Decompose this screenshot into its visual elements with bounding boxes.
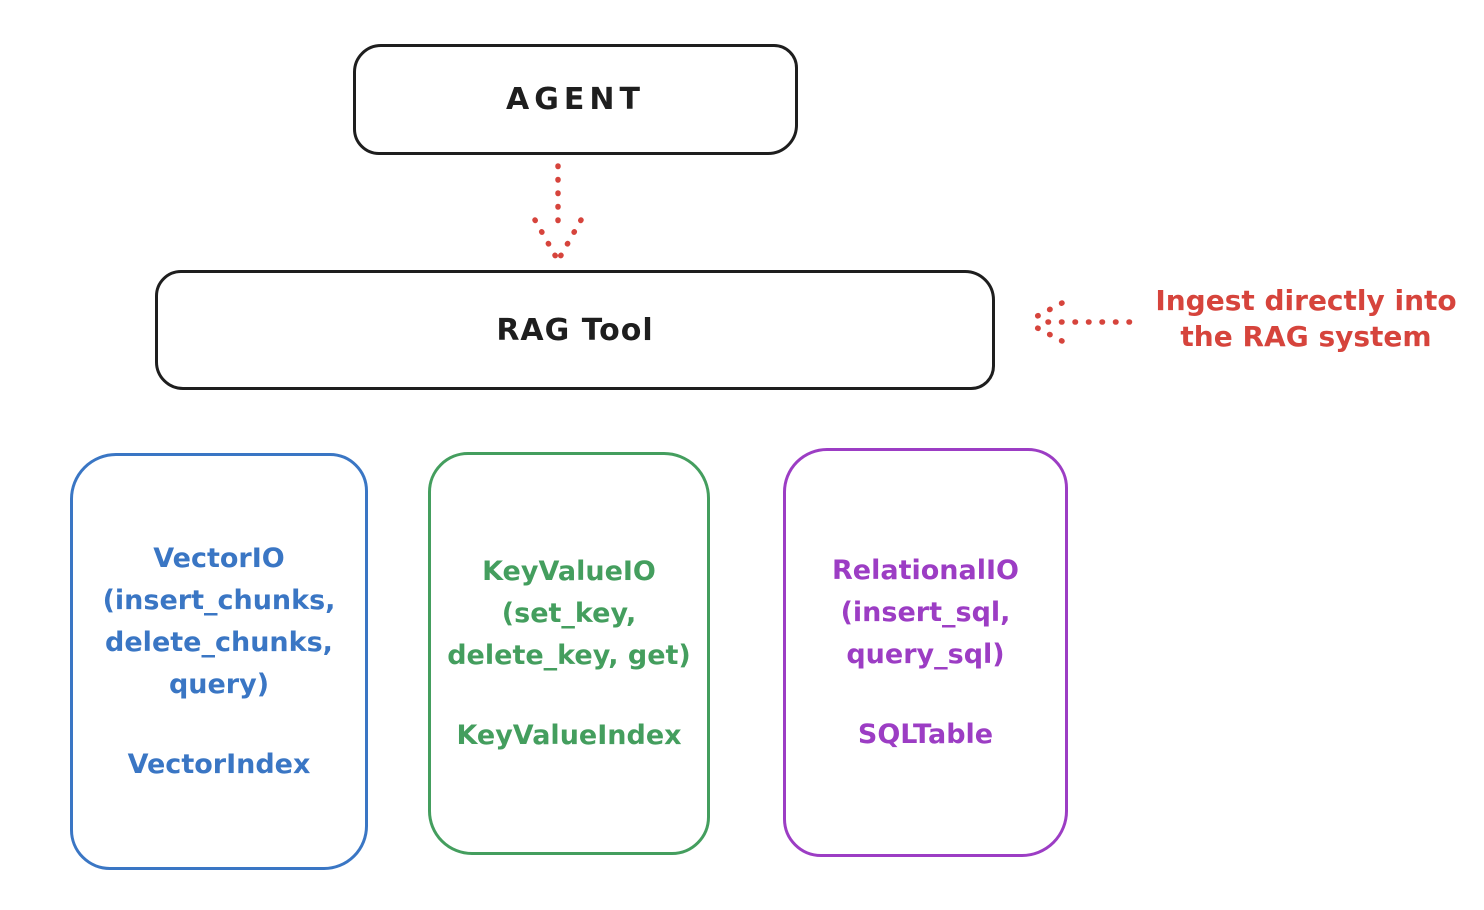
provider-keyvalueio-node: KeyValueIO (set_key, delete_key, get) Ke… [428,452,710,855]
vectorio-index-label: VectorIndex [127,748,311,780]
relationalio-index-label: SQLTable [857,718,994,750]
provider-vectorio-node: VectorIO (insert_chunks, delete_chunks, … [70,453,368,870]
arrow-annotation-to-ragtool-icon [1025,300,1135,344]
relationalio-line: query_sql) [846,638,1005,670]
rag-tool-node: RAG Tool [155,270,995,390]
agent-node: AGENT [353,44,798,155]
keyvalueio-line: delete_key, get) [447,639,691,671]
keyvalueio-index-label: KeyValueIndex [456,719,682,751]
provider-relationalio-node: RelationalIO (insert_sql, query_sql) SQL… [783,448,1068,857]
vectorio-line: delete_chunks, [105,626,333,658]
rag-tool-label: RAG Tool [496,312,654,348]
vectorio-line: query) [168,668,270,700]
arrow-agent-to-ragtool-icon [532,163,584,260]
keyvalueio-line: KeyValueIO [482,555,656,587]
vectorio-line: VectorIO [153,542,285,574]
relationalio-line: (insert_sql, [840,596,1011,628]
relationalio-line: RelationalIO [832,554,1019,586]
ingest-annotation: Ingest directly into the RAG system [1138,283,1474,355]
ingest-annotation-line2: the RAG system [1180,320,1432,353]
agent-label: AGENT [506,82,645,117]
vectorio-line: (insert_chunks, [102,584,336,616]
keyvalueio-line: (set_key, [501,597,637,629]
ingest-annotation-line1: Ingest directly into [1155,284,1457,317]
